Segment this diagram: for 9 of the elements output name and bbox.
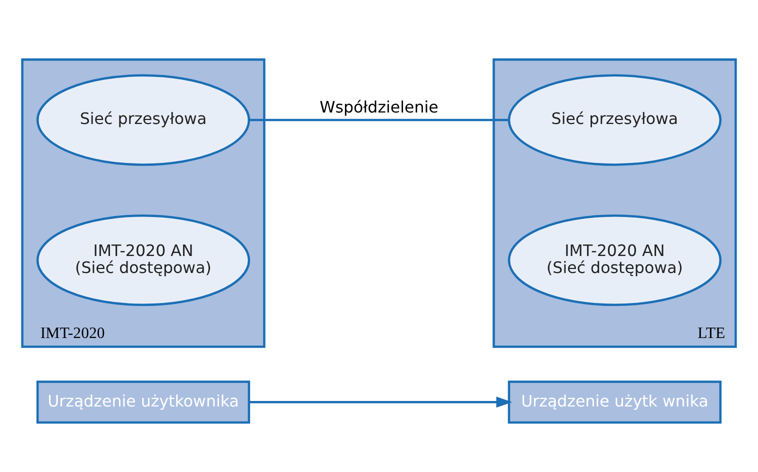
node-box: Urządzenie użytkownika: [36, 380, 250, 424]
node-ellipse: Sieć przesyłowa: [508, 74, 722, 166]
node-box: Urządzenie użytk wnika: [508, 380, 722, 424]
arrow: [249, 396, 512, 408]
edge-label: Współdzielenie: [320, 96, 438, 116]
connector: [249, 118, 509, 121]
node-ellipse: IMT-2020 AN (Sieć dostępowa): [508, 214, 722, 306]
node-ellipse: Sieć przesyłowa: [36, 74, 250, 166]
node-ellipse: IMT-2020 AN (Sieć dostępowa): [36, 214, 250, 306]
